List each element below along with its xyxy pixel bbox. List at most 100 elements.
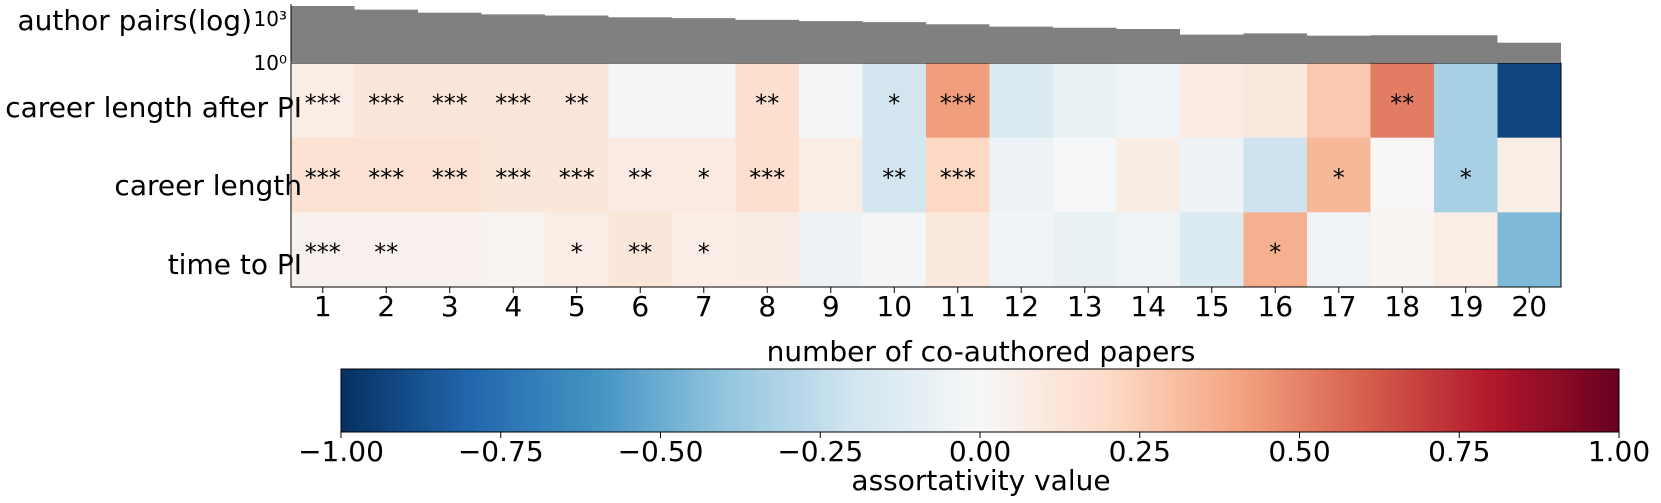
histogram-bar — [481, 14, 545, 63]
heatmap-cell — [1370, 137, 1435, 213]
x-tick-label: 6 — [631, 290, 649, 323]
heatmap-cell — [1243, 137, 1308, 213]
significance-star: ** — [755, 89, 779, 117]
histogram-bar — [1053, 27, 1117, 63]
heatmap-cell — [545, 212, 609, 288]
x-tick-label: 9 — [822, 290, 840, 323]
heatmap-frame — [290, 62, 1562, 288]
heatmap-cell — [672, 63, 736, 139]
heatmap-cell — [545, 63, 609, 139]
heatmap-cell — [1434, 63, 1498, 139]
heatmap-cell — [608, 212, 673, 288]
x-tick-label: 2 — [377, 290, 395, 323]
heatmap-cell — [672, 212, 736, 288]
x-tick-label: 10 — [876, 290, 912, 323]
row-label-time-to-pi: time to PI — [168, 248, 302, 281]
significance-star: *** — [368, 89, 404, 117]
colorbar-label: assortativity value — [851, 464, 1110, 497]
significance-star: *** — [305, 89, 341, 117]
significance-star: ** — [374, 239, 398, 267]
histogram-bar — [1370, 35, 1434, 62]
x-tick-label: 11 — [940, 290, 976, 323]
significance-star: *** — [432, 89, 468, 117]
colorbar — [340, 368, 1620, 433]
heatmap-cell — [1053, 212, 1117, 288]
heatmap-cell — [989, 63, 1054, 139]
x-tick-label: 1 — [314, 290, 332, 323]
colorbar-tick-label: 0.25 — [1109, 435, 1171, 468]
colorbar-tick-label: 0.50 — [1268, 435, 1330, 468]
bars-ylabel: author pairs(log) — [17, 4, 252, 37]
significance-star: *** — [559, 164, 595, 192]
heatmap-cell — [1497, 137, 1562, 213]
histogram-bar — [354, 9, 418, 63]
heatmap-cell — [1307, 63, 1371, 139]
heatmap-cell — [481, 137, 546, 213]
heatmap-cell — [1180, 137, 1244, 213]
colorbar-tick-label: 0.75 — [1428, 435, 1490, 468]
heatmap-cell — [735, 63, 800, 139]
significance-star: ** — [628, 164, 652, 192]
x-tick-label: 8 — [758, 290, 776, 323]
heatmap-cell — [1053, 137, 1117, 213]
heatmap-cell — [418, 63, 482, 139]
significance-stars: ****************************************… — [305, 89, 1472, 266]
row-label-career-length: career length — [114, 169, 302, 202]
histogram-bar — [799, 21, 863, 62]
x-tick-label: 19 — [1448, 290, 1484, 323]
colorbar-tick-label: −1.00 — [298, 435, 384, 468]
heatmap-cell — [926, 63, 990, 139]
histogram-bar — [1497, 42, 1561, 62]
significance-star: ** — [882, 164, 906, 192]
heatmap-cell — [481, 212, 546, 288]
heatmap-cell — [672, 137, 736, 213]
heatmap-cell — [1243, 212, 1308, 288]
x-tick-label: 18 — [1384, 290, 1420, 323]
significance-star: *** — [368, 164, 404, 192]
heatmap-cell — [862, 63, 927, 139]
heatmap-cell — [291, 137, 355, 213]
significance-star: * — [698, 239, 710, 267]
x-tick-label: 7 — [695, 290, 713, 323]
heatmap-cell — [291, 212, 355, 288]
colorbar-tick-label: −0.25 — [777, 435, 863, 468]
x-tick-label: 20 — [1511, 290, 1547, 323]
significance-star: *** — [749, 164, 785, 192]
heatmap-cell — [418, 212, 482, 288]
heatmap-cell — [1180, 212, 1244, 288]
heatmap-cell — [481, 63, 546, 139]
heatmap-cell — [1497, 63, 1562, 139]
significance-star: * — [1460, 164, 1472, 192]
histogram-bar — [545, 15, 609, 62]
heatmap-cell — [608, 137, 673, 213]
x-axis-label: number of co-authored papers — [767, 335, 1196, 368]
heatmap-cell — [1434, 212, 1498, 288]
heatmap-cell — [862, 137, 927, 213]
x-tick-label: 12 — [1003, 290, 1039, 323]
significance-star: *** — [495, 164, 531, 192]
histogram-bar — [926, 24, 990, 63]
heatmap-cell — [354, 212, 419, 288]
heatmap-cells — [291, 63, 1562, 288]
significance-star: * — [571, 239, 583, 267]
heatmap-cell — [1497, 212, 1562, 288]
x-tick-label: 15 — [1194, 290, 1230, 323]
histogram-bar — [291, 6, 355, 62]
significance-star: * — [1333, 164, 1345, 192]
significance-star: *** — [940, 164, 976, 192]
histogram-bar — [418, 12, 482, 63]
heatmap-cell — [291, 63, 355, 139]
histogram-bar — [1307, 35, 1371, 62]
significance-star: ** — [1390, 89, 1414, 117]
significance-star: ** — [565, 89, 589, 117]
histogram-bar — [1243, 33, 1307, 62]
significance-star: *** — [305, 239, 341, 267]
heatmap-cell — [926, 212, 990, 288]
heatmap-cell — [926, 137, 990, 213]
heatmap-cell — [354, 137, 419, 213]
histogram-bar — [989, 26, 1053, 63]
significance-star: *** — [305, 164, 341, 192]
significance-star: *** — [940, 89, 976, 117]
